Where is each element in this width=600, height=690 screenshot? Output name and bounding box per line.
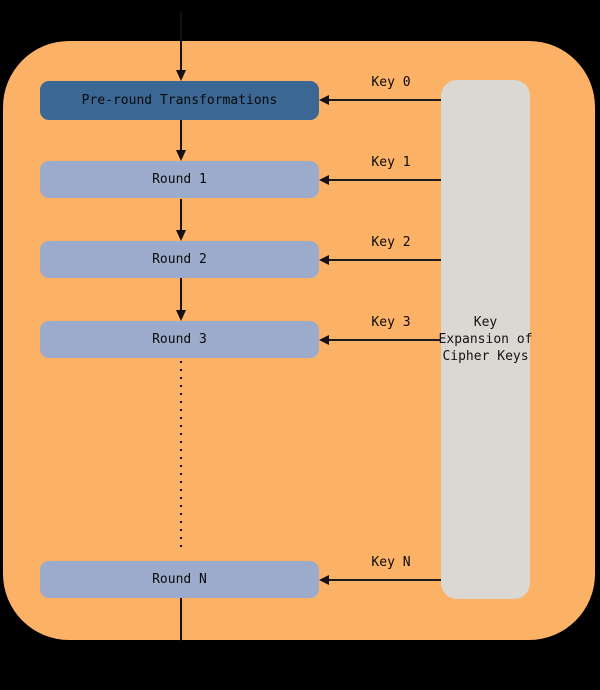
box-round-1: Round 1	[40, 161, 319, 198]
arrow-down-icon	[176, 70, 186, 81]
key-expansion-line-3: Cipher Keys	[442, 349, 529, 364]
ellipsis-dotted-line	[180, 361, 182, 553]
box-label: Pre-round Transformations	[81, 93, 278, 108]
box-round-3: Round 3	[40, 321, 319, 358]
flow-line-pre-to-round1	[180, 120, 182, 151]
flow-line-round1-to-round2	[180, 199, 182, 231]
flow-line-output	[180, 598, 182, 641]
key-expansion-line-2: Expansion of	[438, 332, 533, 347]
key0-label: Key 0	[371, 75, 411, 90]
arrow-left-icon	[319, 95, 329, 105]
arrow-down-icon	[176, 310, 186, 321]
box-pre-round-transformations: Pre-round Transformations	[40, 81, 319, 120]
key0-arrow-line	[328, 99, 441, 101]
arrow-left-icon	[319, 575, 329, 585]
box-label: Round 1	[152, 172, 207, 187]
key-expansion-line-1: Key	[473, 315, 498, 330]
box-round-n: Round N	[40, 561, 319, 598]
key1-arrow-line	[328, 179, 441, 181]
key-expansion-label: Key Expansion of Cipher Keys	[439, 314, 533, 365]
key3-arrow-line	[328, 339, 441, 341]
flow-line-round2-to-round3	[180, 278, 182, 311]
arrow-down-icon	[176, 230, 186, 241]
box-label: Round 2	[152, 252, 207, 267]
arrow-left-icon	[319, 175, 329, 185]
keyN-arrow-line	[328, 579, 441, 581]
arrow-left-icon	[319, 335, 329, 345]
flow-line-input	[180, 12, 182, 70]
box-label: Round N	[152, 572, 207, 587]
box-label: Round 3	[152, 332, 207, 347]
key3-label: Key 3	[371, 315, 411, 330]
key1-label: Key 1	[371, 155, 411, 170]
key-expansion-panel: Key Expansion of Cipher Keys	[439, 80, 533, 599]
arrow-left-icon	[319, 255, 329, 265]
key2-label: Key 2	[371, 235, 411, 250]
key2-arrow-line	[328, 259, 441, 261]
arrow-down-icon	[176, 150, 186, 161]
box-round-2: Round 2	[40, 241, 319, 278]
keyN-label: Key N	[371, 555, 411, 570]
